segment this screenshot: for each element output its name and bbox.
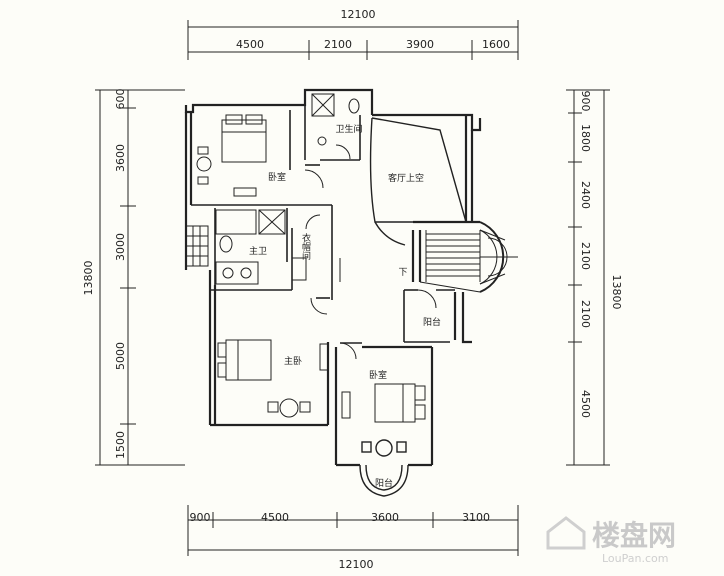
label-balcony-east: 阳台 [423,316,441,328]
right-seg-3: 2400 [579,181,592,209]
bottom-seg-4: 3100 [462,511,490,524]
bottom-seg-2: 4500 [261,511,289,524]
label-bedroom-nw: 卧室 [268,171,286,183]
top-seg-1: 4500 [236,38,264,51]
left-seg-5: 1500 [114,431,127,459]
watermark-url: LouPan.com [602,552,668,565]
left-total-label: 13800 [82,261,95,296]
master-tv-table [267,343,329,418]
label-bedroom-south: 卧室 [369,369,387,381]
top-seg-3: 3900 [406,38,434,51]
right-dimension-chain [566,89,610,466]
master-bath-fixtures [215,209,286,285]
bottom-seg-1: 900 [190,511,211,524]
label-wc-upper: 卫生间 [335,123,362,135]
label-master-bedroom: 主卧 [284,355,302,367]
master-bed [217,339,272,381]
right-seg-4: 2100 [579,242,592,270]
wc-fixtures-upper [311,93,360,146]
label-balcony-south: 阳台 [375,477,393,489]
window-grid-west [185,225,209,267]
watermark-house-icon [546,516,586,550]
left-seg-4: 5000 [114,342,127,370]
label-down: 下 [398,268,407,278]
bottom-total-label: 12100 [339,558,374,571]
label-closet: 衣帽间 [300,232,311,261]
top-dimension-chain [187,20,519,60]
top-total-label: 12100 [341,8,376,21]
label-master-bath: 主卫 [249,245,267,257]
top-seg-4: 1600 [482,38,510,51]
left-dimension-chain [95,89,185,466]
closet-rail [291,257,341,282]
bottom-seg-3: 3600 [371,511,399,524]
bottom-dimension-chain [187,505,519,556]
staircase [419,221,518,293]
top-seg-2: 2100 [324,38,352,51]
bed-south [341,383,426,423]
table-chairs-nw [196,146,257,197]
right-seg-5: 2100 [579,300,592,328]
right-seg-1: 900 [579,91,592,112]
label-living-void: 客厅上空 [388,172,424,184]
watermark-text: 楼盘网 [592,519,676,552]
interior-walls [191,105,455,344]
left-seg-3: 3000 [114,233,127,261]
balcony-south [359,439,409,497]
door-swings [304,144,437,360]
left-seg-1: 600 [114,89,127,110]
right-seg-6: 4500 [579,390,592,418]
left-seg-2: 3600 [114,144,127,172]
right-total-label: 13800 [610,275,623,310]
right-seg-2: 1800 [579,124,592,152]
double-bed-nw [221,114,267,163]
watermark: 楼盘网 LouPan.com [546,516,676,565]
living-void-outline [369,117,467,246]
